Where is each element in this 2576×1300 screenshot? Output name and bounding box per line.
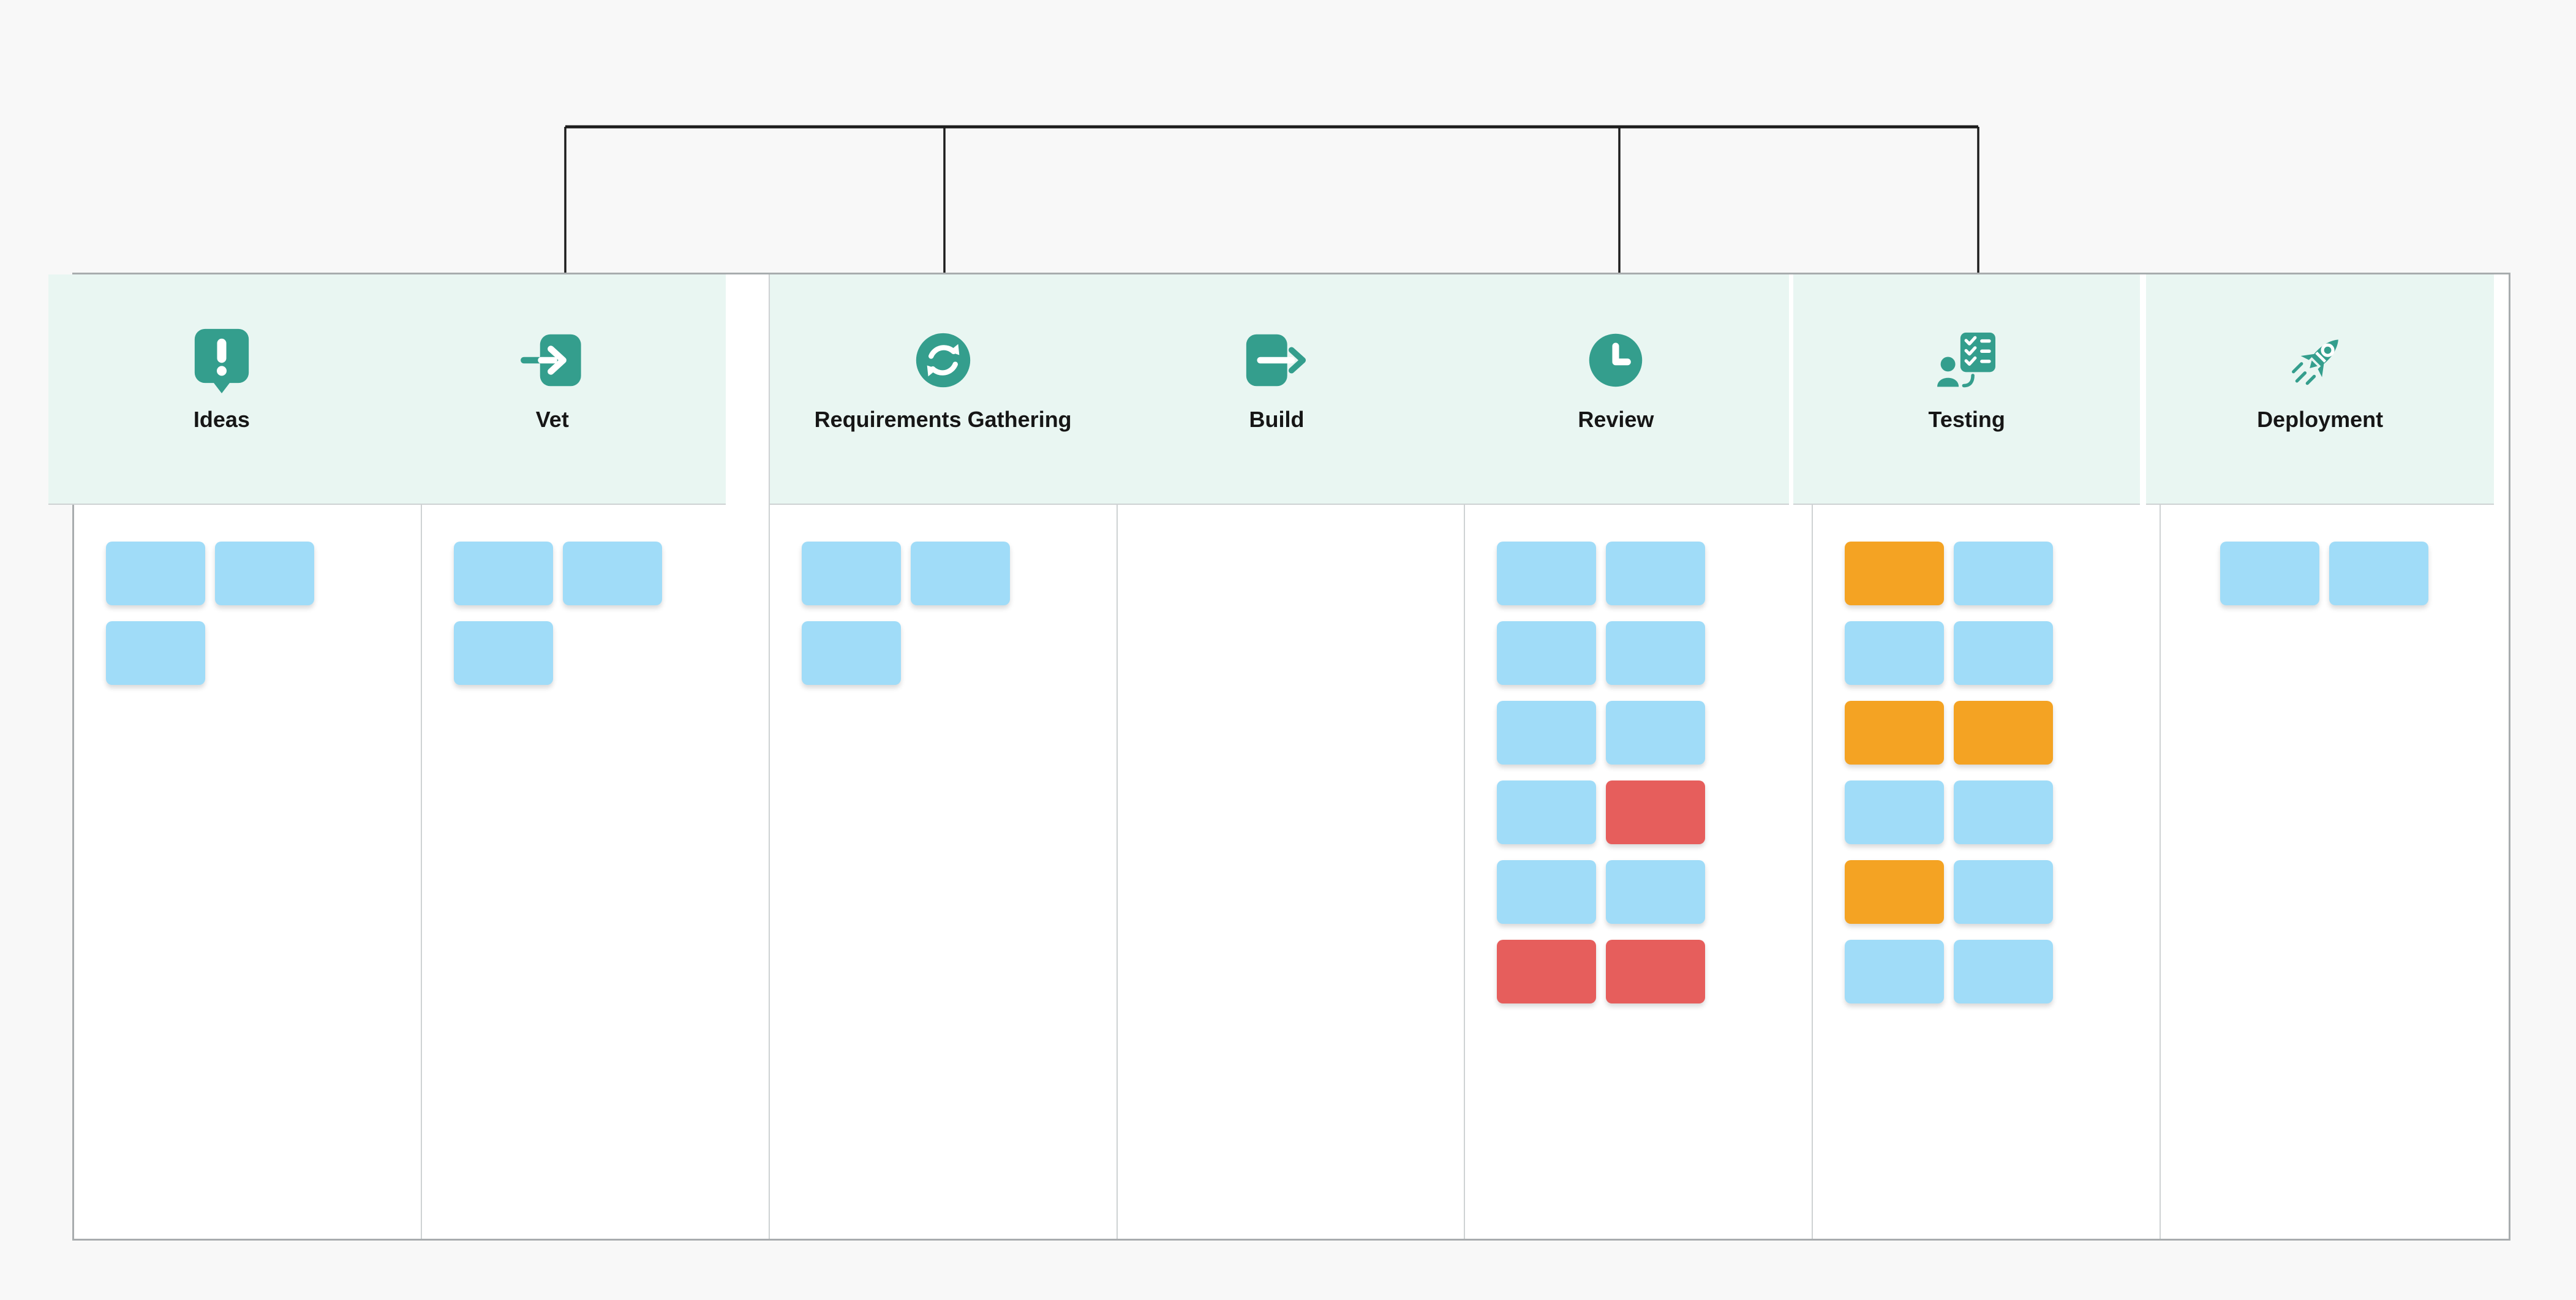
blue-card[interactable] [1954,940,2054,1003]
column-requirements-gathering: Requirements Gathering [769,274,1118,1239]
column-review: Review [1442,274,1813,1239]
blue-card[interactable] [1497,621,1597,685]
column-header-build: Build [1103,274,1450,505]
orange-card[interactable] [1845,860,1945,924]
card-row [801,621,1117,685]
column-cards-ideas [74,505,421,1239]
card-row [1497,542,1812,605]
sign-out-icon [1245,326,1309,395]
column-cards-requirements-gathering [770,505,1117,1239]
card-row [1497,860,1812,924]
blue-card[interactable] [910,542,1010,605]
blue-card[interactable] [1606,701,1706,765]
blue-card[interactable] [1497,701,1597,765]
blue-card[interactable] [1954,780,2054,844]
alert-bubble-icon [193,326,250,395]
clock-icon [1587,326,1644,395]
column-cards-testing [1813,505,2160,1239]
column-label: Deployment [2257,407,2384,432]
column-cards-build [1118,505,1464,1239]
card-row [1845,701,2160,765]
blue-card[interactable] [1845,780,1945,844]
blue-card[interactable] [453,621,553,685]
person-checklist-icon [1937,326,1997,395]
rocket-icon [2290,326,2350,395]
card-row [1497,780,1812,844]
blue-card[interactable] [562,542,662,605]
blue-card[interactable] [1845,940,1945,1003]
column-label: Requirements Gathering [814,407,1072,432]
card-row [453,542,769,605]
card-row [1497,701,1812,765]
blue-card[interactable] [1954,860,2054,924]
blue-card[interactable] [1497,542,1597,605]
blue-card[interactable] [1606,860,1706,924]
card-row [801,542,1117,605]
column-label: Vet [535,407,569,432]
blue-card[interactable] [215,542,314,605]
blue-card[interactable] [1497,780,1597,844]
blue-card[interactable] [1606,542,1706,605]
orange-card[interactable] [1845,542,1945,605]
blue-card[interactable] [106,542,205,605]
column-cards-deployment [2161,505,2509,1239]
card-row [106,621,421,685]
column-ideas: Ideas [48,274,422,1239]
red-card[interactable] [1606,780,1706,844]
card-row [1497,621,1812,685]
column-label: Testing [1928,407,2005,432]
column-testing: Testing [1793,274,2161,1239]
sync-icon [914,326,972,395]
card-row [1845,542,2160,605]
blue-card[interactable] [801,621,901,685]
kanban-board: Ideas Vet Requirements Gathering Build R… [48,273,2510,1241]
orange-card[interactable] [1954,701,2054,765]
column-build: Build [1103,274,1466,1239]
blue-card[interactable] [1497,860,1597,924]
card-row [1845,780,2160,844]
blue-card[interactable] [2329,542,2429,605]
blue-card[interactable] [106,621,205,685]
column-label: Ideas [193,407,250,432]
card-row [1845,860,2160,924]
blue-card[interactable] [1845,621,1945,685]
column-cards-review [1465,505,1812,1239]
red-card[interactable] [1497,940,1597,1003]
column-header-review: Review [1442,274,1790,505]
blue-card[interactable] [1954,542,2054,605]
column-label: Review [1578,407,1654,432]
card-row [1497,940,1812,1003]
orange-card[interactable] [1845,701,1945,765]
card-row [1845,621,2160,685]
column-label: Build [1249,407,1305,432]
column-header-testing: Testing [1793,274,2141,505]
card-row [106,542,421,605]
blue-card[interactable] [453,542,553,605]
blue-card[interactable] [801,542,901,605]
column-header-vet: Vet [378,274,726,505]
red-card[interactable] [1606,940,1706,1003]
column-header-ideas: Ideas [48,274,395,505]
column-header-requirements-gathering: Requirements Gathering [769,274,1117,505]
sign-in-icon [520,326,584,395]
blue-card[interactable] [2220,542,2320,605]
card-row [2220,542,2509,605]
column-deployment: Deployment [2146,274,2509,1239]
card-row [453,621,769,685]
card-row [1845,940,2160,1003]
column-cards-vet [422,505,769,1239]
blue-card[interactable] [1954,621,2054,685]
column-header-deployment: Deployment [2146,274,2495,505]
column-vet: Vet [378,274,770,1239]
blue-card[interactable] [1606,621,1706,685]
